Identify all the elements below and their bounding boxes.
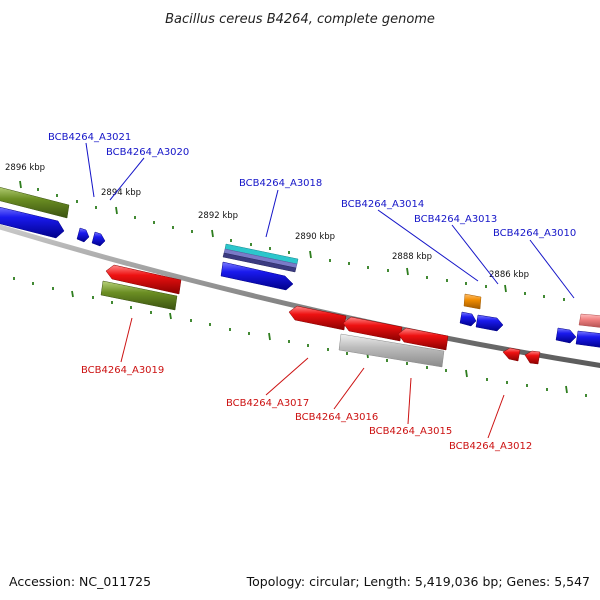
gene-forward[interactable]	[222, 252, 297, 273]
genome-summary-text: Topology: circular; Length: 5,419,036 bp…	[246, 574, 590, 589]
gene-reverse[interactable]	[502, 347, 521, 362]
gene-reverse[interactable]	[105, 264, 182, 295]
map-title: Bacillus cereus B4264, complete genome	[165, 12, 435, 27]
accession-text: Accession: NC_011725	[9, 574, 151, 589]
gene-label[interactable]: BCB4264_A3010	[493, 228, 576, 239]
gene-label[interactable]: BCB4264_A3015	[369, 426, 452, 437]
gene-reverse[interactable]	[342, 316, 403, 342]
gene-forward[interactable]	[76, 227, 90, 243]
gene-forward[interactable]	[459, 311, 477, 327]
gene-label[interactable]: BCB4264_A3020	[106, 147, 189, 158]
kbp-label: 2894 kbp	[101, 188, 141, 198]
kbp-label: 2892 kbp	[198, 211, 238, 221]
gene-reverse[interactable]	[524, 350, 541, 365]
kbp-label: 2886 kbp	[489, 270, 529, 280]
reverse-leader-lines	[120, 317, 505, 439]
gene-label[interactable]: BCB4264_A3016	[295, 412, 378, 423]
gene-forward[interactable]	[0, 206, 65, 239]
gene-reverse[interactable]	[100, 280, 178, 311]
gene-forward[interactable]	[575, 330, 600, 348]
gene-label[interactable]: BCB4264_A3013	[414, 214, 497, 225]
reverse-genes	[100, 264, 541, 368]
gene-reverse[interactable]	[397, 327, 449, 351]
gene-label[interactable]: BCB4264_A3017	[226, 398, 309, 409]
genome-backbone	[0, 224, 600, 368]
gene-forward[interactable]	[463, 293, 482, 310]
gene-forward[interactable]	[0, 186, 70, 219]
kbp-label: 2888 kbp	[392, 252, 432, 262]
forward-leader-lines	[85, 142, 575, 299]
gene-forward[interactable]	[91, 231, 106, 247]
outer-tick-row	[19, 180, 565, 301]
gene-label[interactable]: BCB4264_A3021	[48, 132, 131, 143]
gene-label[interactable]: BCB4264_A3014	[341, 199, 424, 210]
gene-forward[interactable]	[555, 327, 577, 344]
kbp-label: 2890 kbp	[295, 232, 335, 242]
gene-reverse[interactable]	[338, 333, 445, 368]
gene-label[interactable]: BCB4264_A3019	[81, 365, 164, 376]
gene-forward[interactable]	[578, 313, 600, 328]
gene-forward[interactable]	[220, 261, 294, 291]
inner-tick-row	[13, 277, 587, 397]
gene-label[interactable]: BCB4264_A3012	[449, 441, 532, 452]
forward-genes	[0, 186, 600, 348]
gene-label[interactable]: BCB4264_A3018	[239, 178, 322, 189]
kbp-label: 2896 kbp	[5, 163, 45, 173]
gene-reverse[interactable]	[288, 305, 347, 331]
gene-forward[interactable]	[475, 314, 504, 332]
